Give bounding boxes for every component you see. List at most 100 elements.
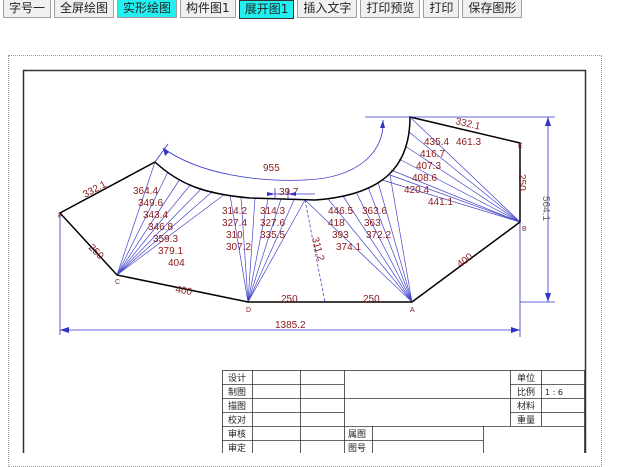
fan-b-label: 416.7 xyxy=(420,149,445,160)
fan-line xyxy=(409,116,521,223)
fan-a-label: 363 xyxy=(364,218,381,229)
fan-line xyxy=(367,186,413,303)
tb-checked-label: 校对 xyxy=(228,414,246,426)
point-f-label: F xyxy=(58,213,62,220)
fan-lines xyxy=(116,116,521,303)
fan-a-label: 372.2 xyxy=(366,230,391,241)
fan-line xyxy=(381,179,521,223)
fan-line xyxy=(116,193,226,276)
fan-line xyxy=(342,195,413,303)
fan-line xyxy=(304,199,413,303)
save-drawing-button[interactable]: 保存图形 xyxy=(462,0,523,18)
fan-d-label: 327.6 xyxy=(260,218,285,229)
fan-line xyxy=(116,178,181,276)
tb-drawing-no-label: 图号 xyxy=(348,443,366,453)
fan-a-label: 363.6 xyxy=(362,206,387,217)
fan-line xyxy=(116,190,214,276)
fan-line xyxy=(404,145,521,223)
fan-line xyxy=(240,196,249,303)
fan-b-label: 441.1 xyxy=(428,197,453,208)
fan-line xyxy=(116,183,192,276)
point-c-label: C xyxy=(115,279,120,286)
fan-c-label: 364.4 xyxy=(133,186,158,197)
fan-line xyxy=(327,198,413,303)
print-button[interactable]: 打印 xyxy=(423,0,460,18)
fan-b-label: 435.4 xyxy=(424,137,449,148)
fan-line xyxy=(389,174,413,303)
tb-scale-label: 比例 xyxy=(517,386,535,398)
solid-draw-button[interactable]: 实形绘图 xyxy=(117,0,178,18)
edge-label: 332.1 xyxy=(81,179,109,201)
font-size-button[interactable]: 字号一 xyxy=(3,0,52,18)
fan-d-label: 307.2 xyxy=(226,242,251,253)
component-view-button[interactable]: 构件图1 xyxy=(180,0,236,18)
fan-line xyxy=(398,158,521,223)
fan-c-label: 359.3 xyxy=(153,234,178,245)
fan-c-label: 343.4 xyxy=(143,210,168,221)
tb-weight-label: 重量 xyxy=(517,414,535,426)
edge-label: 250 xyxy=(281,294,298,305)
fan-c-label: 404 xyxy=(168,258,185,269)
fullscreen-draw-button[interactable]: 全屏绘图 xyxy=(54,0,115,18)
tb-material-label: 材料 xyxy=(517,400,535,412)
arc-dimension: 955 xyxy=(263,163,280,174)
dashed-line xyxy=(304,199,326,303)
fan-line xyxy=(247,198,269,303)
fan-line xyxy=(355,191,413,303)
fan-line xyxy=(408,131,521,223)
tb-traced-label: 描图 xyxy=(228,400,246,412)
title-block: 设计 制图 描图 校对 审核 审定 单位 比例 材料 重量 1 : 6 属图 图… xyxy=(222,370,585,453)
fan-b-label: 420.4 xyxy=(404,185,429,196)
print-preview-button[interactable]: 打印预览 xyxy=(360,0,421,18)
fan-line xyxy=(116,187,203,276)
tb-approve-label: 审定 xyxy=(228,442,246,453)
insert-text-button[interactable]: 插入文字 xyxy=(297,0,358,18)
fan-line xyxy=(247,197,256,303)
fan-line xyxy=(377,181,413,303)
tb-design-label: 设计 xyxy=(228,372,246,384)
fan-labels: 364.4 349.6 343.4 346.8 359.3 379.1 404 … xyxy=(133,137,481,269)
fan-line xyxy=(247,198,282,303)
fan-line xyxy=(116,171,169,276)
drawing-border xyxy=(22,69,587,453)
point-b-label: B xyxy=(522,226,527,233)
point-d-label: D xyxy=(246,307,251,314)
drawing-canvas: C D A B E F 332.1 250 400 250 250 400 25… xyxy=(22,69,587,453)
fan-c-label: 379.1 xyxy=(158,246,183,257)
width-dimension: 1385.2 xyxy=(275,320,306,331)
edge-label: 250 xyxy=(516,174,527,191)
fan-d-label: 327.4 xyxy=(222,218,247,229)
tb-drawn-label: 制图 xyxy=(228,386,246,398)
fan-line xyxy=(116,161,156,276)
fan-line xyxy=(247,199,306,303)
dimension-lines xyxy=(59,116,555,337)
toolbar: 字号一 全屏绘图 实形绘图 构件图1 展开图1 插入文字 打印预览 打印 保存图… xyxy=(0,0,525,19)
fan-a-label: 374.1 xyxy=(336,242,361,253)
fan-c-label: 349.6 xyxy=(138,198,163,209)
fan-c-label: 346.8 xyxy=(148,222,173,233)
unfold-view-button[interactable]: 展开图1 xyxy=(238,0,295,19)
fan-line xyxy=(247,199,295,303)
tb-unit-label: 单位 xyxy=(517,372,535,384)
edge-label: 400 xyxy=(174,284,193,298)
point-e-label: E xyxy=(518,143,523,150)
fan-line xyxy=(389,174,521,223)
fan-line xyxy=(390,169,521,223)
tb-review-label: 审核 xyxy=(228,428,246,440)
dimension-arrows xyxy=(60,117,551,333)
fan-b-label: 407.3 xyxy=(416,161,441,172)
fan-line xyxy=(229,194,249,303)
height-dimension: 564.1 xyxy=(540,196,551,221)
fan-a-label: 393 xyxy=(332,230,349,241)
fan-d-label: 310 xyxy=(226,230,243,241)
fan-a-label: 418 xyxy=(328,218,345,229)
tb-belongs-label: 属图 xyxy=(348,429,366,440)
fan-b-label: 408.6 xyxy=(412,173,437,184)
gap-dimension: 39.7 xyxy=(279,187,299,198)
fan-d-label: 335.5 xyxy=(260,230,285,241)
dashed-dimension: 311.2 xyxy=(309,236,326,263)
fan-d-label: 314.2 xyxy=(222,206,247,217)
fan-a-label: 446.5 xyxy=(328,206,353,217)
fan-b-label: 461.3 xyxy=(456,137,481,148)
fan-d-label: 314.3 xyxy=(260,206,285,217)
